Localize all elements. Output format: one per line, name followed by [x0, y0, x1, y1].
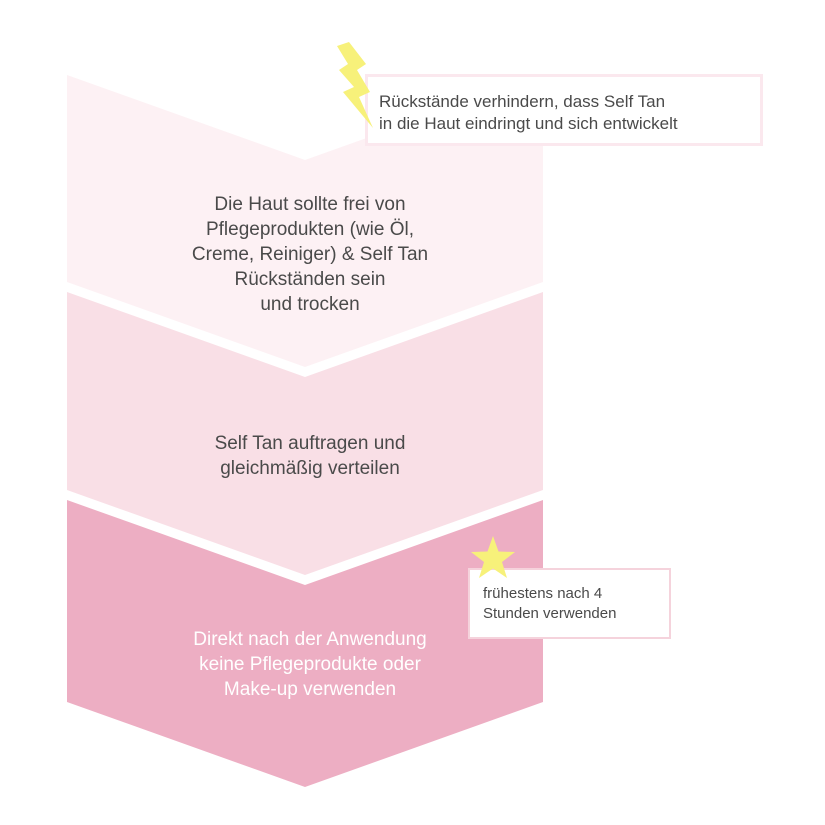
residue-note: Rückstände verhindern, dass Self Tan in … [365, 74, 763, 146]
step-3-chevron [67, 500, 543, 787]
step-3-text: Direkt nach der Anwendung keine Pflegepr… [193, 629, 427, 700]
step-1-text: Die Haut sollte frei von Pflegeprodukten… [191, 194, 429, 315]
step-1-chevron [67, 75, 543, 367]
lightning-bolt-icon [337, 42, 373, 128]
step-2-chevron [67, 292, 543, 575]
step-2-text: Self Tan auftragen und gleichmäßig verte… [214, 433, 406, 479]
star-icon [471, 536, 515, 578]
wait-note: frühestens nach 4 Stunden verwenden [468, 568, 671, 639]
